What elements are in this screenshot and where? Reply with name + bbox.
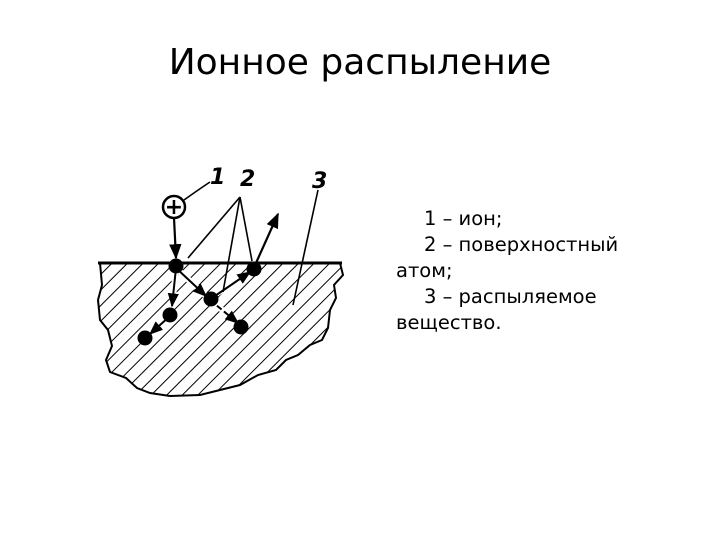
leader-line-1 — [184, 182, 210, 200]
label-3: 3 — [312, 169, 327, 194]
legend-item-ion: 1 – ион; — [396, 206, 672, 232]
legend-item-surface-atom: 2 – поверхностный — [396, 232, 672, 258]
bulk-atom — [234, 320, 249, 335]
legend: 1 – ион; 2 – поверхностный атом; 3 – рас… — [396, 206, 672, 336]
slide-title: Ионное распыление — [0, 42, 720, 83]
leader-line-2 — [240, 197, 252, 261]
ion-symbol: + — [165, 195, 183, 220]
sputtering-diagram: + 1 2 3 — [90, 160, 350, 415]
legend-item-material: 3 – распыляемое — [396, 284, 672, 310]
target-material — [98, 263, 343, 396]
surface-atom — [247, 262, 262, 277]
label-1: 1 — [210, 165, 225, 190]
bulk-atom — [204, 292, 219, 307]
legend-item-surface-atom-cont: атом; — [396, 258, 672, 284]
leader-line-2 — [188, 197, 240, 258]
legend-item-material-cont: вещество. — [396, 310, 672, 336]
sputtering-diagram-svg: + 1 2 3 — [90, 160, 350, 410]
surface-atom — [169, 259, 184, 274]
sputtered-atom-trajectory — [256, 214, 278, 263]
label-2: 2 — [240, 167, 255, 192]
bulk-atom — [163, 308, 178, 323]
bulk-atom — [138, 331, 153, 346]
ion-trajectory — [174, 218, 176, 258]
